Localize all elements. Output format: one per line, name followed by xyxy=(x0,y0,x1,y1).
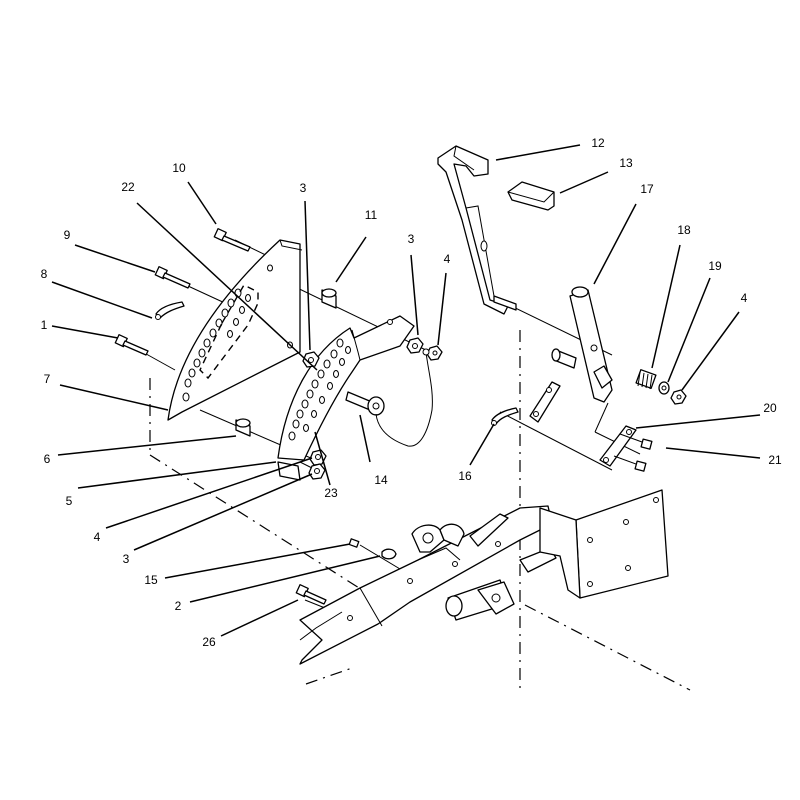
callout-13: 13 xyxy=(619,156,633,170)
e-ring-2 xyxy=(381,548,397,560)
spacer-outline xyxy=(199,284,259,380)
bolt-9 xyxy=(154,266,191,289)
callout-12: 12 xyxy=(591,136,605,150)
left-sector-plate xyxy=(167,239,303,421)
callout-17: 17 xyxy=(640,182,654,196)
pedal-pad-13 xyxy=(507,181,555,211)
pivot-pin xyxy=(551,348,577,369)
pedal-arm-12 xyxy=(437,145,517,315)
spacer-6 xyxy=(235,418,251,437)
right-plate-holes xyxy=(288,319,393,441)
cotter-pin-8 xyxy=(155,301,185,320)
cotter-pin-16 xyxy=(491,407,519,426)
link-plate xyxy=(529,381,561,423)
callout-8: 8 xyxy=(41,267,48,281)
clip-15 xyxy=(348,538,360,548)
callout-4-bottom: 4 xyxy=(94,530,101,544)
nut-4c xyxy=(309,449,327,466)
right-sector-plate xyxy=(277,315,415,461)
callout-15: 15 xyxy=(144,573,158,587)
bolt-21a xyxy=(619,433,653,450)
callout-26: 26 xyxy=(202,635,216,649)
callout-18: 18 xyxy=(677,223,691,237)
mount-plate xyxy=(539,489,669,599)
bolt-26 xyxy=(295,584,327,605)
callout-14: 14 xyxy=(374,473,388,487)
callout-5: 5 xyxy=(66,494,73,508)
callout-19: 19 xyxy=(708,259,722,273)
callout-10: 10 xyxy=(172,161,186,175)
washer-5 xyxy=(277,461,301,481)
callout-7: 7 xyxy=(44,372,51,386)
frame-rail xyxy=(299,505,553,665)
lever-17 xyxy=(569,286,613,403)
pivot-bracket xyxy=(411,513,557,573)
callout-labels: 12 13 17 10 22 3 11 3 4 18 19 4 9 8 1 7 … xyxy=(41,136,782,649)
nut-3c xyxy=(308,463,326,480)
center-lines xyxy=(129,239,691,691)
callout-6: 6 xyxy=(44,452,51,466)
callout-11: 11 xyxy=(365,208,378,222)
nut-4b xyxy=(670,389,687,405)
callout-4-top: 4 xyxy=(444,252,451,266)
nut-3b xyxy=(406,337,424,354)
bolt-21b xyxy=(613,455,647,472)
callout-1: 1 xyxy=(41,318,48,332)
callout-20: 20 xyxy=(763,401,777,415)
spring-18 xyxy=(635,369,657,390)
lock-pin-14 xyxy=(345,348,433,447)
callout-9: 9 xyxy=(64,228,71,242)
callout-3-bottom: 3 xyxy=(123,552,130,566)
callout-16: 16 xyxy=(458,469,472,483)
link-plate-20 xyxy=(599,425,637,467)
callout-3-top-left: 3 xyxy=(300,181,307,195)
callout-4-right: 4 xyxy=(741,291,748,305)
washer-19 xyxy=(658,381,670,395)
bolt-10 xyxy=(213,228,251,252)
callout-3-top-right: 3 xyxy=(408,232,415,246)
spacer-11 xyxy=(321,288,337,309)
callout-22: 22 xyxy=(121,180,135,194)
cross-shaft xyxy=(445,579,515,621)
callout-2: 2 xyxy=(175,599,182,613)
callout-23: 23 xyxy=(324,486,338,500)
nut-4a xyxy=(426,345,443,361)
callout-21: 21 xyxy=(768,453,782,467)
nut-3a xyxy=(302,351,320,368)
bolt-1 xyxy=(114,334,149,356)
leader-lines xyxy=(51,144,761,637)
